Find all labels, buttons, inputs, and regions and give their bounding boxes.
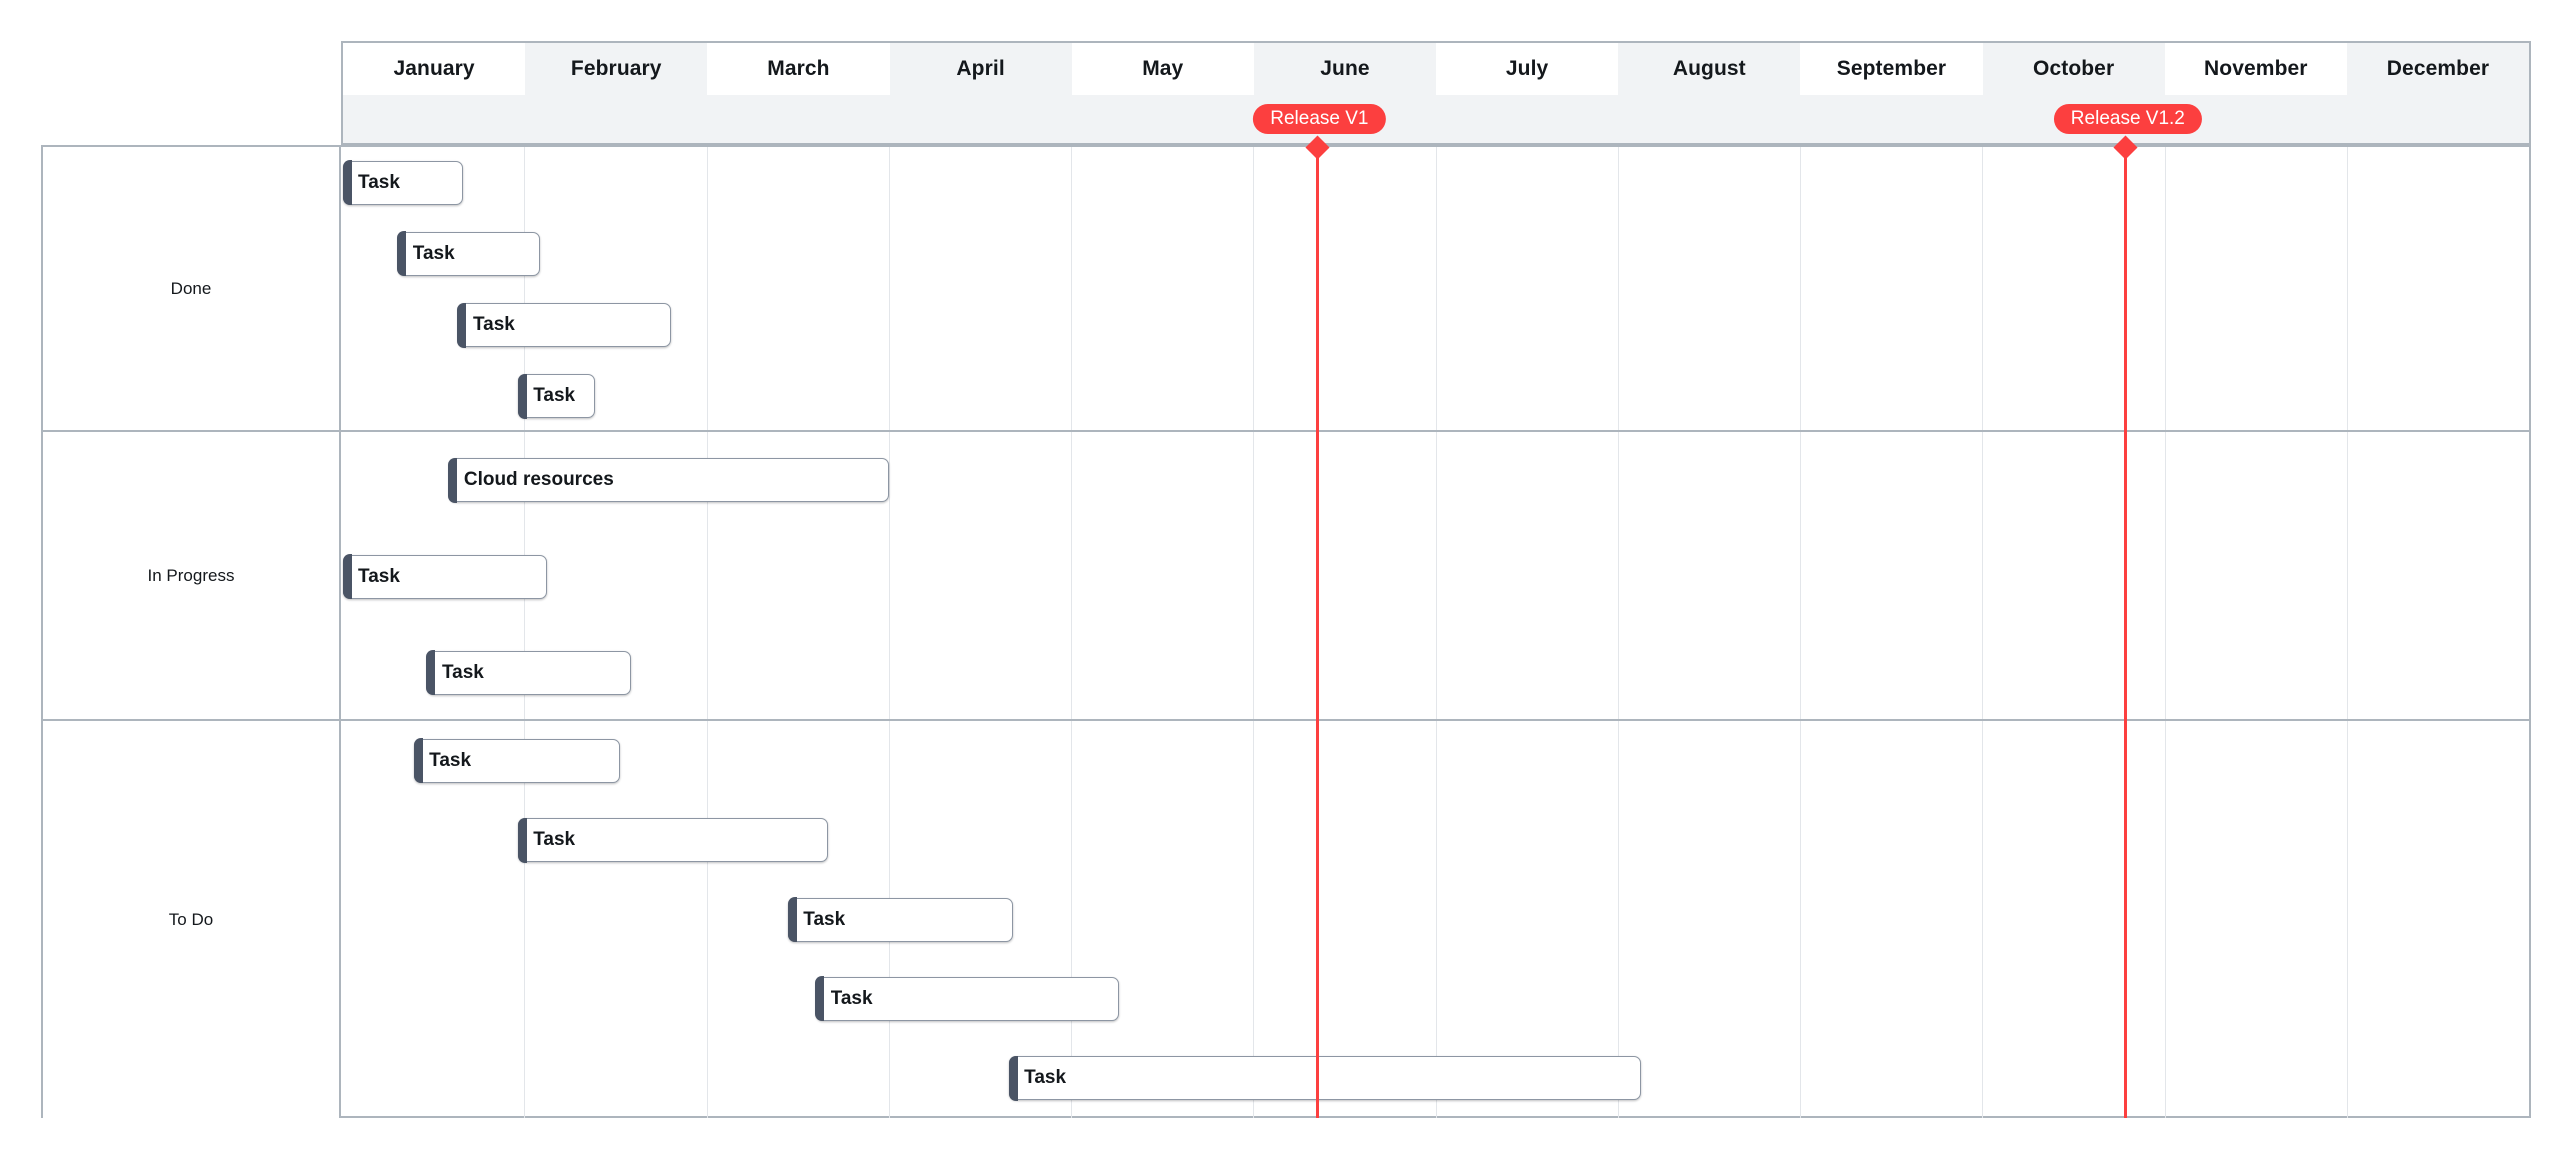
grid-column bbox=[1619, 147, 1801, 430]
month-header-october[interactable]: October bbox=[1982, 43, 2165, 95]
month-header-april[interactable]: April bbox=[889, 43, 1072, 95]
grid-column bbox=[890, 432, 1072, 719]
task-progress-handle[interactable] bbox=[517, 373, 527, 419]
month-header-june[interactable]: June bbox=[1253, 43, 1437, 95]
task-progress-handle[interactable] bbox=[342, 160, 352, 206]
task-progress-handle[interactable] bbox=[342, 554, 352, 599]
grid-column bbox=[1437, 432, 1619, 719]
grid-column bbox=[1801, 432, 1984, 719]
task-progress-handle[interactable] bbox=[1008, 1055, 1018, 1101]
task-label: Task bbox=[533, 385, 576, 407]
grid-column bbox=[1072, 432, 1255, 719]
task-label: Task bbox=[1024, 1067, 1067, 1089]
task-progress-handle[interactable] bbox=[413, 738, 423, 784]
grid-column bbox=[890, 147, 1072, 430]
month-header-january[interactable]: January bbox=[343, 43, 526, 95]
grid-column bbox=[1437, 147, 1619, 430]
task-bar[interactable]: Task bbox=[1008, 1055, 1641, 1101]
grid-column bbox=[2166, 432, 2348, 719]
grid-column bbox=[2348, 432, 2529, 719]
task-progress-handle[interactable] bbox=[457, 302, 467, 348]
task-label: Task bbox=[412, 242, 455, 264]
task-progress-handle[interactable] bbox=[397, 231, 407, 277]
task-label: Task bbox=[472, 314, 515, 336]
task-bar[interactable]: Task bbox=[342, 554, 548, 599]
task-progress-handle[interactable] bbox=[426, 650, 436, 696]
milestone-pill[interactable]: Release V1.2 bbox=[2053, 104, 2202, 134]
task-progress-handle[interactable] bbox=[815, 976, 825, 1022]
task-bar[interactable]: Task bbox=[397, 231, 541, 277]
grid-column bbox=[1254, 147, 1437, 430]
grid-column bbox=[2166, 147, 2348, 430]
milestone-band: Release V1 Release V1.2 bbox=[341, 95, 2531, 145]
task-bar[interactable]: Task bbox=[815, 976, 1119, 1022]
task-progress-handle[interactable] bbox=[517, 817, 527, 863]
month-header-august[interactable]: August bbox=[1618, 43, 1801, 95]
grid-column bbox=[2166, 721, 2348, 1118]
row-label-to-do[interactable]: To Do bbox=[43, 721, 341, 1118]
task-label: Cloud resources bbox=[463, 469, 614, 491]
task-label: Task bbox=[441, 661, 484, 683]
task-bar[interactable]: Task bbox=[787, 897, 1013, 942]
grid-column bbox=[1983, 432, 2166, 719]
task-label: Task bbox=[358, 565, 400, 587]
task-bar[interactable]: Task bbox=[517, 373, 595, 419]
task-bar[interactable]: Task bbox=[517, 817, 829, 863]
milestone-line bbox=[1315, 145, 1319, 1118]
task-label: Task bbox=[533, 829, 576, 851]
grid-column bbox=[1801, 147, 1984, 430]
grid-column bbox=[2348, 147, 2529, 430]
grid-column bbox=[708, 147, 890, 430]
month-header-november[interactable]: November bbox=[2164, 43, 2347, 95]
row-label-done[interactable]: Done bbox=[43, 147, 341, 430]
task-label: Task bbox=[803, 908, 846, 930]
grid-column bbox=[1619, 721, 1801, 1118]
month-header-december[interactable]: December bbox=[2346, 43, 2530, 95]
grid-column bbox=[1072, 147, 1255, 430]
task-label: Task bbox=[830, 987, 873, 1009]
milestone-pill[interactable]: Release V1 bbox=[1253, 104, 1386, 134]
task-progress-handle[interactable] bbox=[448, 457, 458, 503]
month-header-march[interactable]: March bbox=[707, 43, 890, 95]
grid-columns bbox=[343, 147, 2529, 430]
month-header-july[interactable]: July bbox=[1436, 43, 1619, 95]
row-label-in-progress[interactable]: In Progress bbox=[43, 432, 341, 719]
task-bar[interactable]: Task bbox=[426, 650, 632, 696]
month-header-may[interactable]: May bbox=[1071, 43, 1254, 95]
task-progress-handle[interactable] bbox=[787, 897, 797, 942]
task-label: Task bbox=[429, 749, 472, 771]
grid-column bbox=[1801, 721, 1984, 1118]
grid-column bbox=[1983, 147, 2166, 430]
grid-column bbox=[1254, 432, 1437, 719]
task-bar[interactable]: Task bbox=[342, 160, 464, 206]
task-label: Task bbox=[358, 171, 400, 193]
task-bar[interactable]: Task bbox=[457, 302, 672, 348]
month-header-september[interactable]: September bbox=[1800, 43, 1983, 95]
task-bar[interactable]: Task bbox=[413, 738, 621, 784]
task-bar[interactable]: Cloud resources bbox=[448, 457, 889, 503]
grid-column bbox=[1619, 432, 1801, 719]
grid-column bbox=[2348, 721, 2529, 1118]
month-header-february[interactable]: February bbox=[525, 43, 708, 95]
milestone-line bbox=[2124, 145, 2128, 1118]
grid-column bbox=[1983, 721, 2166, 1118]
